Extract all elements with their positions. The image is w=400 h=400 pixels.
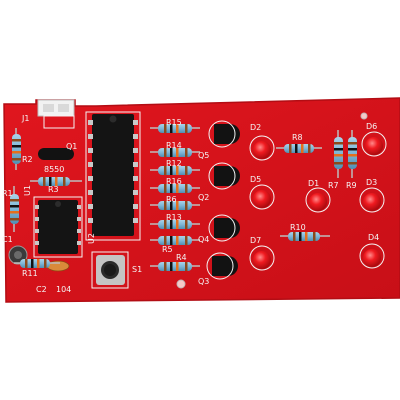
label-q2: Q2 — [198, 193, 209, 202]
label-d6: D6 — [366, 122, 377, 131]
label-r15: R15 — [166, 118, 182, 127]
resistor-r9 — [348, 130, 357, 178]
label-s1: S1 — [132, 265, 142, 274]
label-r5: R5 — [162, 245, 173, 254]
led-d5 — [249, 184, 275, 210]
label-q1-part: 8550 — [44, 165, 64, 174]
label-r11: R11 — [22, 269, 38, 278]
transistor-q2 — [208, 162, 240, 190]
led-d6 — [361, 131, 387, 157]
led-d4 — [359, 243, 385, 269]
label-r16: R16 — [166, 177, 182, 186]
resistor-r5 — [150, 236, 200, 245]
j1-outline — [43, 115, 75, 129]
label-q5: Q5 — [198, 151, 209, 160]
label-r3: R3 — [48, 185, 59, 194]
label-u2: U2 — [87, 233, 96, 244]
label-r7: R7 — [328, 181, 339, 190]
label-d2: D2 — [250, 123, 261, 132]
label-r13: R13 — [166, 213, 182, 222]
label-r1: R1 — [2, 189, 13, 198]
label-d4: D4 — [368, 233, 379, 242]
label-r6: R6 — [166, 195, 177, 204]
transistor-q1 — [38, 148, 74, 160]
led-d2 — [249, 135, 275, 161]
label-j1: J1 — [21, 114, 29, 123]
push-button-s1 — [91, 251, 129, 289]
label-r10: R10 — [290, 223, 306, 232]
led-d7 — [249, 245, 275, 271]
transistor-q4 — [208, 214, 240, 242]
label-r9: R9 — [346, 181, 357, 190]
label-q3: Q3 — [198, 277, 209, 286]
label-q4: Q4 — [198, 235, 209, 244]
transistor-q3 — [206, 252, 238, 280]
resistors — [10, 124, 357, 271]
resistor-r6 — [150, 201, 200, 210]
resistor-r3 — [30, 177, 82, 186]
resistor-r2 — [12, 128, 21, 170]
label-c2: C2 — [36, 285, 47, 294]
led-d1 — [305, 187, 331, 213]
power-connector-j1 — [37, 99, 75, 117]
led-d3 — [359, 187, 385, 213]
ic-chip-u1 — [33, 196, 83, 258]
label-d5: D5 — [250, 175, 261, 184]
resistor-r15 — [150, 124, 200, 133]
label-q1: Q1 — [66, 142, 77, 151]
resistor-r12 — [150, 166, 200, 175]
transistor-q5 — [208, 120, 240, 148]
label-c2-value: 104 — [56, 285, 71, 294]
ic-chip-u2 — [85, 111, 141, 241]
label-u1: U1 — [23, 185, 32, 196]
resistor-r10 — [280, 232, 330, 241]
mounting-holes — [176, 112, 368, 289]
label-d7: D7 — [250, 236, 261, 245]
resistor-r16 — [150, 184, 200, 193]
label-c1: C1 — [2, 235, 13, 244]
label-r2: R2 — [22, 155, 33, 164]
resistor-r7 — [334, 130, 343, 178]
resistor-r11 — [14, 259, 60, 268]
label-d3: D3 — [366, 178, 377, 187]
resistor-r8 — [276, 144, 322, 153]
resistor-r13 — [150, 220, 200, 229]
label-r4: R4 — [176, 253, 187, 262]
label-r12: R12 — [166, 159, 182, 168]
resistor-r14 — [150, 148, 200, 157]
resistor-r4 — [150, 262, 200, 271]
label-d1: D1 — [308, 179, 319, 188]
resistor-r1 — [10, 186, 19, 232]
label-r14: R14 — [166, 141, 182, 150]
silkscreen-labels: J1 R2 Q1 8550 R1 U1 R3 C1 R11 C2 104 U2 … — [2, 114, 379, 294]
label-r8: R8 — [292, 133, 303, 142]
